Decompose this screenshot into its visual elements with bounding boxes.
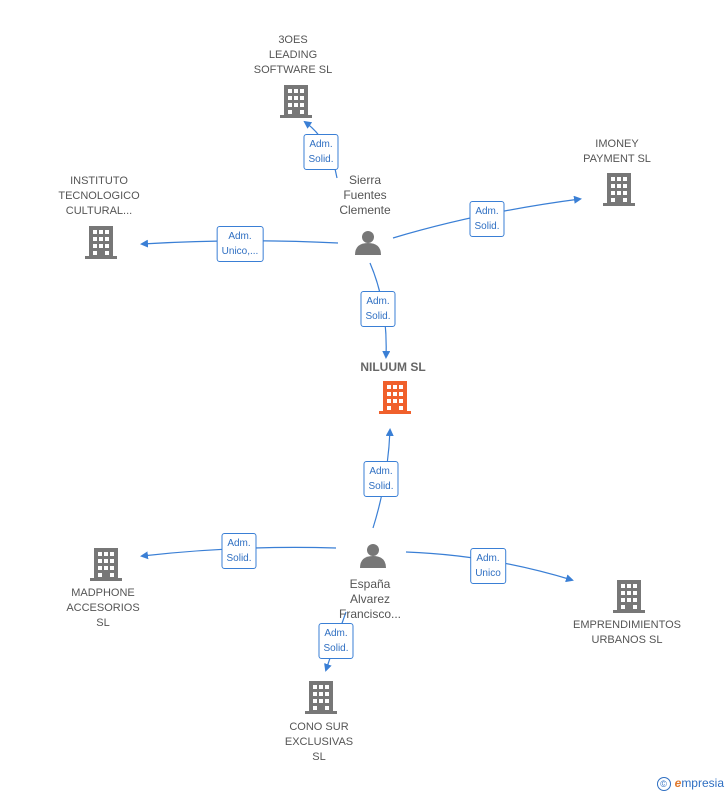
building-icon[interactable] [85, 226, 117, 259]
edge-badge[interactable]: Adm. Solid. [303, 134, 339, 170]
building-icon[interactable] [90, 548, 122, 581]
building-icon[interactable] [280, 85, 312, 118]
brand-name: mpresia [681, 776, 724, 790]
edge-badge[interactable]: Adm. Solid. [363, 461, 399, 497]
node-label-sierra[interactable]: Sierra Fuentes Clemente [339, 173, 391, 217]
building-icon[interactable] [603, 173, 635, 206]
building-icon[interactable] [613, 580, 645, 613]
edge-badge[interactable]: Adm. Solid. [221, 533, 257, 569]
edge-badge[interactable]: Adm. Unico,... [216, 226, 264, 262]
building-icon[interactable] [305, 681, 337, 714]
building-icon[interactable] [379, 381, 411, 414]
node-label-instituto[interactable]: INSTITUTO TECNOLOGICO CULTURAL... [58, 175, 140, 217]
node-label-conosur[interactable]: CONO SUR EXCLUSIVAS SL [284, 721, 354, 763]
edge-badge[interactable]: Adm. Unico [470, 548, 506, 584]
node-label-emprend[interactable]: EMPRENDIMIENTOS URBANOS SL [573, 619, 681, 646]
copyright-icon: © [656, 777, 671, 791]
node-label-madphone[interactable]: MADPHONE ACCESORIOS SL [66, 587, 140, 629]
edge-badge[interactable]: Adm. Solid. [360, 291, 396, 327]
edge-badge[interactable]: Adm. Solid. [469, 201, 505, 237]
brand-initial: e [674, 776, 682, 790]
person-icon[interactable] [360, 544, 386, 568]
node-label-3oes[interactable]: 3OES LEADING SOFTWARE SL [253, 34, 333, 76]
brand-watermark: ©empresia [656, 776, 724, 791]
node-label-imoney[interactable]: IMONEY PAYMENT SL [583, 138, 651, 165]
edge-badge[interactable]: Adm. Solid. [318, 623, 354, 659]
node-label-espana[interactable]: España Alvarez Francisco... [338, 577, 402, 621]
node-label-niluum[interactable]: NILUUM SL [360, 360, 426, 374]
person-icon[interactable] [355, 231, 381, 255]
